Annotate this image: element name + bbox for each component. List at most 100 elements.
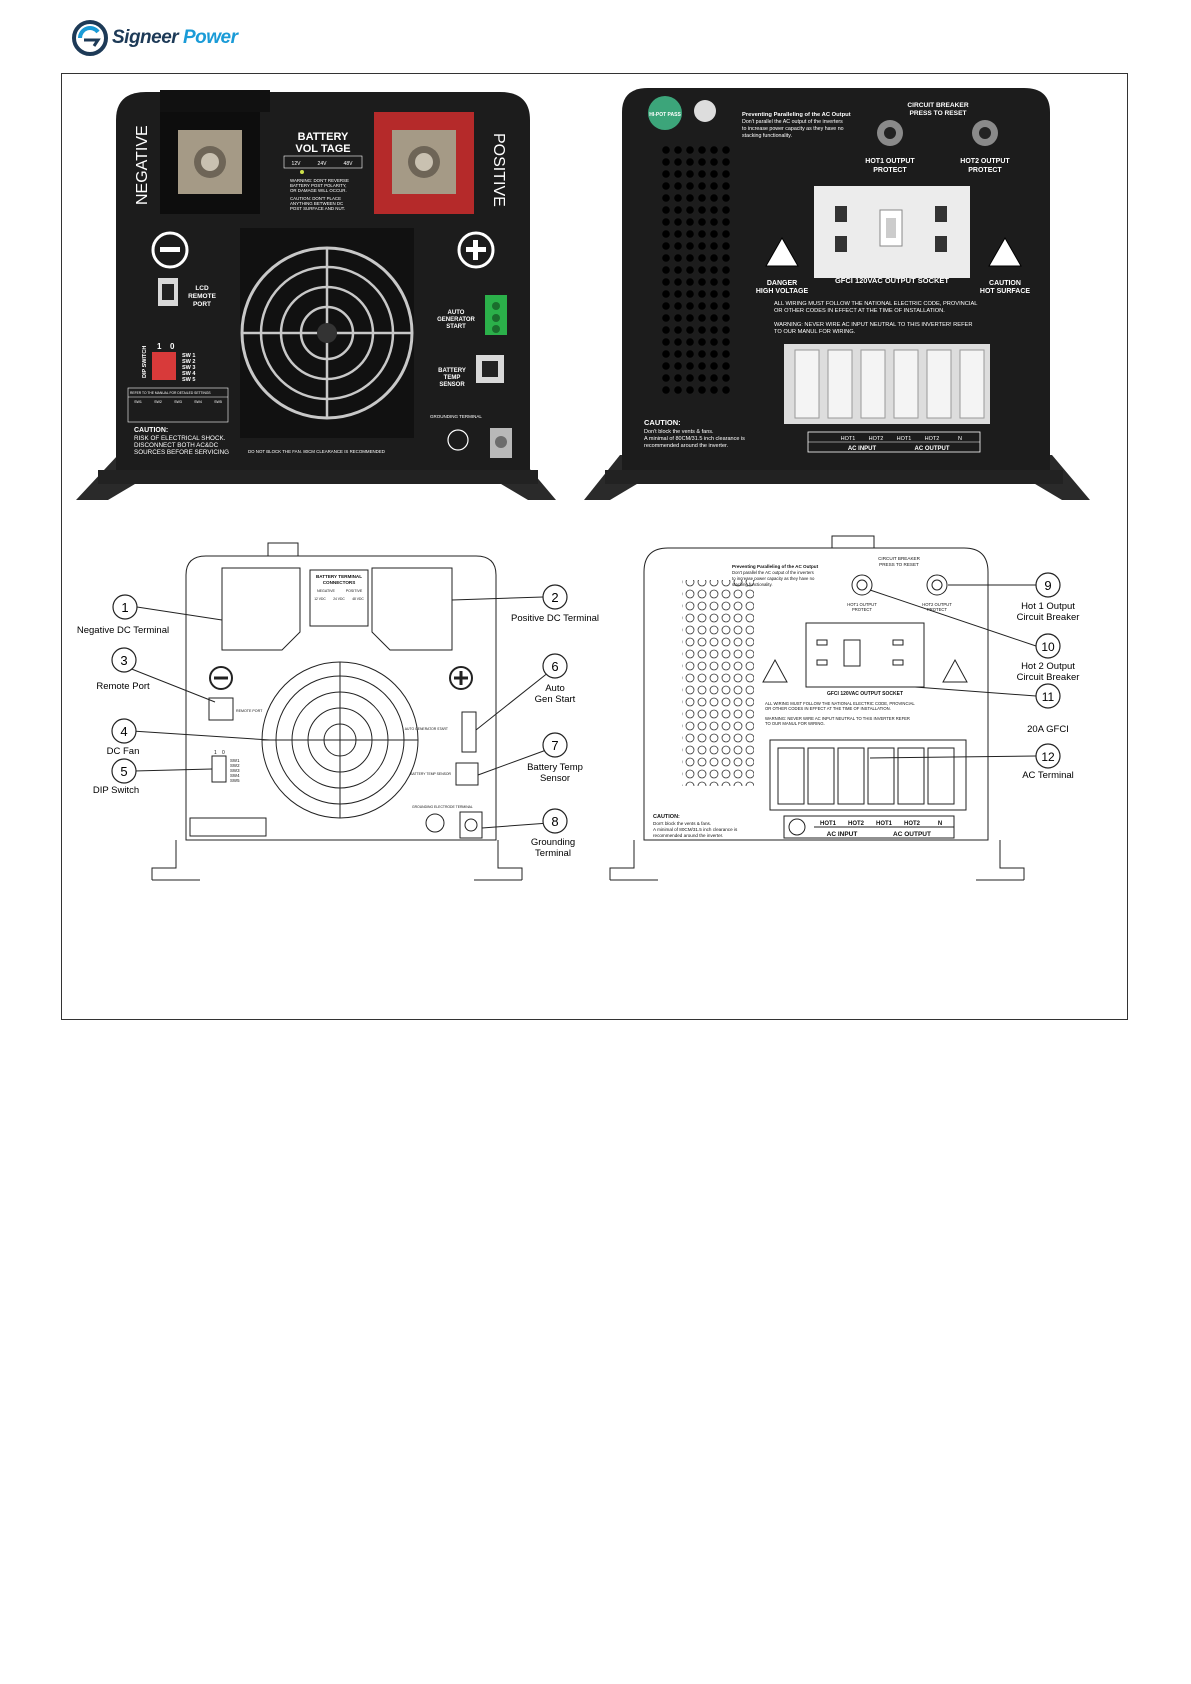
label-photo-front-caution-main-1: CAUTION: <box>134 427 168 434</box>
label-photo-back-danger-2: HIGH VOLTAGE <box>756 288 809 295</box>
label-photo-front-table-head-1: SW2 <box>154 400 162 404</box>
callout-2: 2 Positive DC Terminal <box>511 584 599 624</box>
voltage-24v: 24V <box>318 161 328 167</box>
label-diagram-back-callouts-1-label-1: Hot 2 Output <box>1021 661 1075 672</box>
danger-warning-icon <box>765 236 799 267</box>
label-diagram-front-grounding: GROUNDING ELECTRODE TERMINAL <box>412 805 473 809</box>
dip-switch <box>152 352 176 380</box>
callout-7: 7 Battery Temp Sensor <box>527 732 583 784</box>
label-photo-back-term-labels-4: N <box>958 436 962 442</box>
label-photo-front-table-head-4: SW5 <box>214 400 222 404</box>
diagram-front-callouts: 1 Negative DC Terminal 2 Positive DC Ter… <box>77 584 599 859</box>
label-photo-back-paralleling-3: to increase power capacity as they have … <box>742 126 844 132</box>
voltage-indicator-led <box>300 170 304 174</box>
label-photo-back-cb-1: CIRCUIT BREAKER <box>907 102 968 109</box>
label-photo-back-badge: HI-POT PASS <box>649 112 681 118</box>
label-photo-front-batt-temp-2: TEMP <box>444 375 461 381</box>
callout-3: 3 Remote Port <box>96 647 150 692</box>
label-diagram-front-callouts-0-label-1: Negative DC Terminal <box>77 625 169 636</box>
diagram-battery-temp <box>455 762 479 786</box>
label-diagram-back-hot1-1: HOT1 OUTPUT <box>847 602 877 607</box>
label-photo-back-wiring-2: OR OTHER CODES IN EFFECT AT THE TIME OF … <box>774 308 945 314</box>
label-diagram-front-callouts-4-num: 5 <box>120 764 127 779</box>
diagram-vent-holes <box>682 580 754 786</box>
label-diagram-front-v-2: 48 VDC <box>352 597 364 601</box>
callout-9: 9 Hot 1 Output Circuit Breaker <box>1017 572 1080 623</box>
label-photo-front-dip-label: DIP SWITCH <box>142 346 148 378</box>
label-photo-back-term-labels-2: HOT1 <box>897 436 912 442</box>
label-photo-front-sw-1: SW 2 <box>182 359 195 365</box>
label-diagram-front-callouts-3-num: 4 <box>120 724 127 739</box>
label-diagram-front-callouts-2-label-1: Remote Port <box>96 681 150 692</box>
label-diagram-front-sw-1: SW2 <box>230 763 240 768</box>
diagram-ground-icon <box>425 813 445 833</box>
label-diagram-front-callouts-2-num: 3 <box>120 653 127 668</box>
brand-logo: Signeer Power <box>72 18 238 58</box>
label-photo-back-caution-hot-1: CAUTION <box>989 280 1021 287</box>
label-diagram-back-wiring-3: WARNING: NEVER WIRE AC INPUT NEUTRAL TO … <box>765 716 910 721</box>
label-photo-front-dip-1: 1 <box>157 342 162 351</box>
positive-label: POSITIVE <box>490 133 507 207</box>
label-diagram-front-callouts-7-label-2: Terminal <box>535 848 571 859</box>
label-diagram-back-callouts-1-label-2: Circuit Breaker <box>1017 672 1080 683</box>
callout-11: 11 20A GFCI <box>1027 683 1069 735</box>
label-diagram-front-callouts-0-num: 1 <box>121 600 128 615</box>
label-photo-back-paralleling-1: Preventing Paralleling of the AC Output <box>742 112 851 118</box>
label-diagram-back-hot2-2: PROTECT <box>927 607 947 612</box>
label-diagram-back-paralleling-3: to increase power capacity as they have … <box>732 576 815 581</box>
label-diagram-back-callouts-0-num: 9 <box>1044 578 1051 593</box>
label-photo-back-wiring-3: WARNING: NEVER WIRE AC INPUT NEUTRAL TO … <box>774 322 972 328</box>
callout-8: 8 Grounding Terminal <box>531 808 575 859</box>
label-photo-front-caution-main-4: SOURCES BEFORE SERVICING <box>134 449 229 456</box>
label-photo-front-warning-3: OR DAMAGE WILL OCCUR. <box>290 188 347 193</box>
label-diagram-back-hot1-2: PROTECT <box>852 607 872 612</box>
diagram-auto-gen <box>461 711 477 753</box>
label-photo-front-caution-main-3: DISCONNECT BOTH AC&DC <box>134 442 219 449</box>
photo-back-panel: HI-POT PASS Preventing Paralleling of th… <box>584 88 1090 500</box>
vent-holes <box>660 146 732 398</box>
label-diagram-front-callouts-4-label-1: DIP Switch <box>93 785 139 796</box>
label-photo-front-auto-3: START <box>446 324 466 330</box>
label-diagram-back-caution-vent-4: recommended around the inverter. <box>653 833 723 838</box>
diagram-hot2-breaker <box>926 574 948 596</box>
label-diagram-back-wiring-1: ALL WIRING MUST FOLLOW THE NATIONAL ELEC… <box>765 701 915 706</box>
battery-voltage-title-1: BATTERY <box>298 131 349 143</box>
diagram-back-ground-icon <box>788 818 806 836</box>
label-diagram-front-callouts-6-num: 7 <box>551 738 558 753</box>
diagram-dip-switch <box>211 755 227 783</box>
label-photo-front-lcd-1: LCD <box>195 285 209 292</box>
label-diagram-front-callouts-6-label-1: Battery Temp <box>527 762 583 773</box>
label-diagram-back-term-labels-2: HOT1 <box>876 821 893 827</box>
label-diagram-back-callouts-0-label-2: Circuit Breaker <box>1017 612 1080 623</box>
label-photo-back-paralleling-2: Don't parallel the AC output of the inve… <box>742 119 843 125</box>
voltage-12v: 12V <box>292 161 302 167</box>
label-photo-back-cb-2: PRESS TO RESET <box>909 110 966 117</box>
label-photo-back-hot1-2: PROTECT <box>873 167 907 174</box>
label-photo-front-sw-2: SW 3 <box>182 365 195 371</box>
label-photo-front-auto-2: GENERATOR <box>437 317 475 323</box>
label-diagram-back-cb-2: PRESS TO RESET <box>879 562 919 567</box>
label-photo-front-lcd-2: REMOTE <box>188 293 216 300</box>
label-diagram-back-wiring-4: TO OUR MANUL FOR WIRING. <box>765 721 825 726</box>
label-diagram-front-callouts-7-label-1: Grounding <box>531 837 575 848</box>
label-diagram-front-remote: REMOTE PORT <box>236 709 263 713</box>
label-diagram-back-paralleling-2: Don't parallel the AC output of the inve… <box>732 570 814 575</box>
label-photo-front-table-head-2: SW3 <box>174 400 182 404</box>
label-diagram-front-sw-4: SW5 <box>230 778 240 783</box>
callout-10: 10 Hot 2 Output Circuit Breaker <box>1017 633 1080 683</box>
diagram-danger-icon <box>762 658 788 683</box>
label-diagram-front-v-0: 12 VDC <box>314 597 326 601</box>
label-photo-back-wiring-4: TO OUR MANUL FOR WIRING. <box>774 329 856 335</box>
callout-6: 6 Auto Gen Start <box>535 653 576 705</box>
label-diagram-back-cb-1: CIRCUIT BREAKER <box>878 556 920 561</box>
label-diagram-front-callouts-5-label-2: Gen Start <box>535 694 576 705</box>
label-photo-front-dip-0: 0 <box>170 342 175 351</box>
label-photo-front-caution-main-2: RISK OF ELECTRICAL SHOCK. <box>134 435 226 442</box>
diagram-fan <box>261 661 419 819</box>
label-diagram-back-caution-vent-3: A minimal of 80CM/31.5 inch clearance is <box>653 827 738 832</box>
label-photo-back-danger-1: DANGER <box>767 280 797 287</box>
callout-1: 1 Negative DC Terminal <box>77 594 169 636</box>
figure-frame <box>61 73 1128 1020</box>
label-diagram-front-battery-terminal-1: BATTERY TERMINAL <box>316 574 362 579</box>
label-diagram-front-callouts-1-num: 2 <box>551 590 558 605</box>
